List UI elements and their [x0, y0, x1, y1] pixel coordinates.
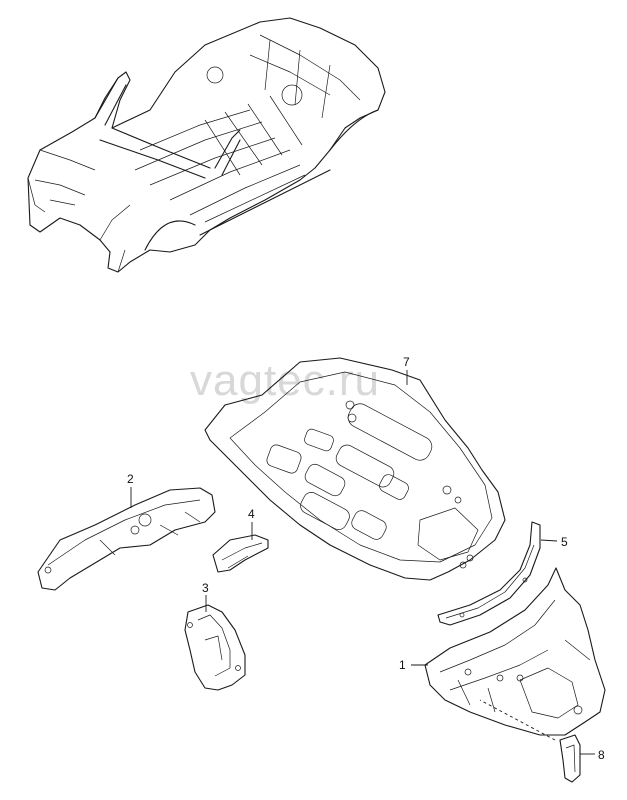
part-5-strip: [437, 521, 541, 626]
leader-5: [540, 539, 558, 542]
callout-5: 5: [561, 535, 568, 549]
car-body-shell: [27, 17, 386, 273]
callout-2: 2: [127, 472, 134, 486]
part-1-rear-panel: [424, 567, 606, 736]
part-8-bracket: [559, 734, 581, 783]
part-2-cross-member: [37, 487, 216, 591]
leader-lines: [130, 370, 595, 755]
leader-8-dashed: [479, 699, 556, 741]
part-4-bracket: [212, 534, 269, 573]
part-7-parcel-shelf: [204, 357, 506, 581]
watermark-text: vagtec.ru: [190, 356, 380, 405]
callout-8: 8: [598, 748, 605, 762]
callout-7: 7: [403, 355, 410, 369]
callout-3: 3: [202, 581, 209, 595]
part-3-reinforcement: [184, 604, 246, 691]
callout-1: 1: [399, 658, 406, 672]
callout-4: 4: [248, 507, 255, 521]
